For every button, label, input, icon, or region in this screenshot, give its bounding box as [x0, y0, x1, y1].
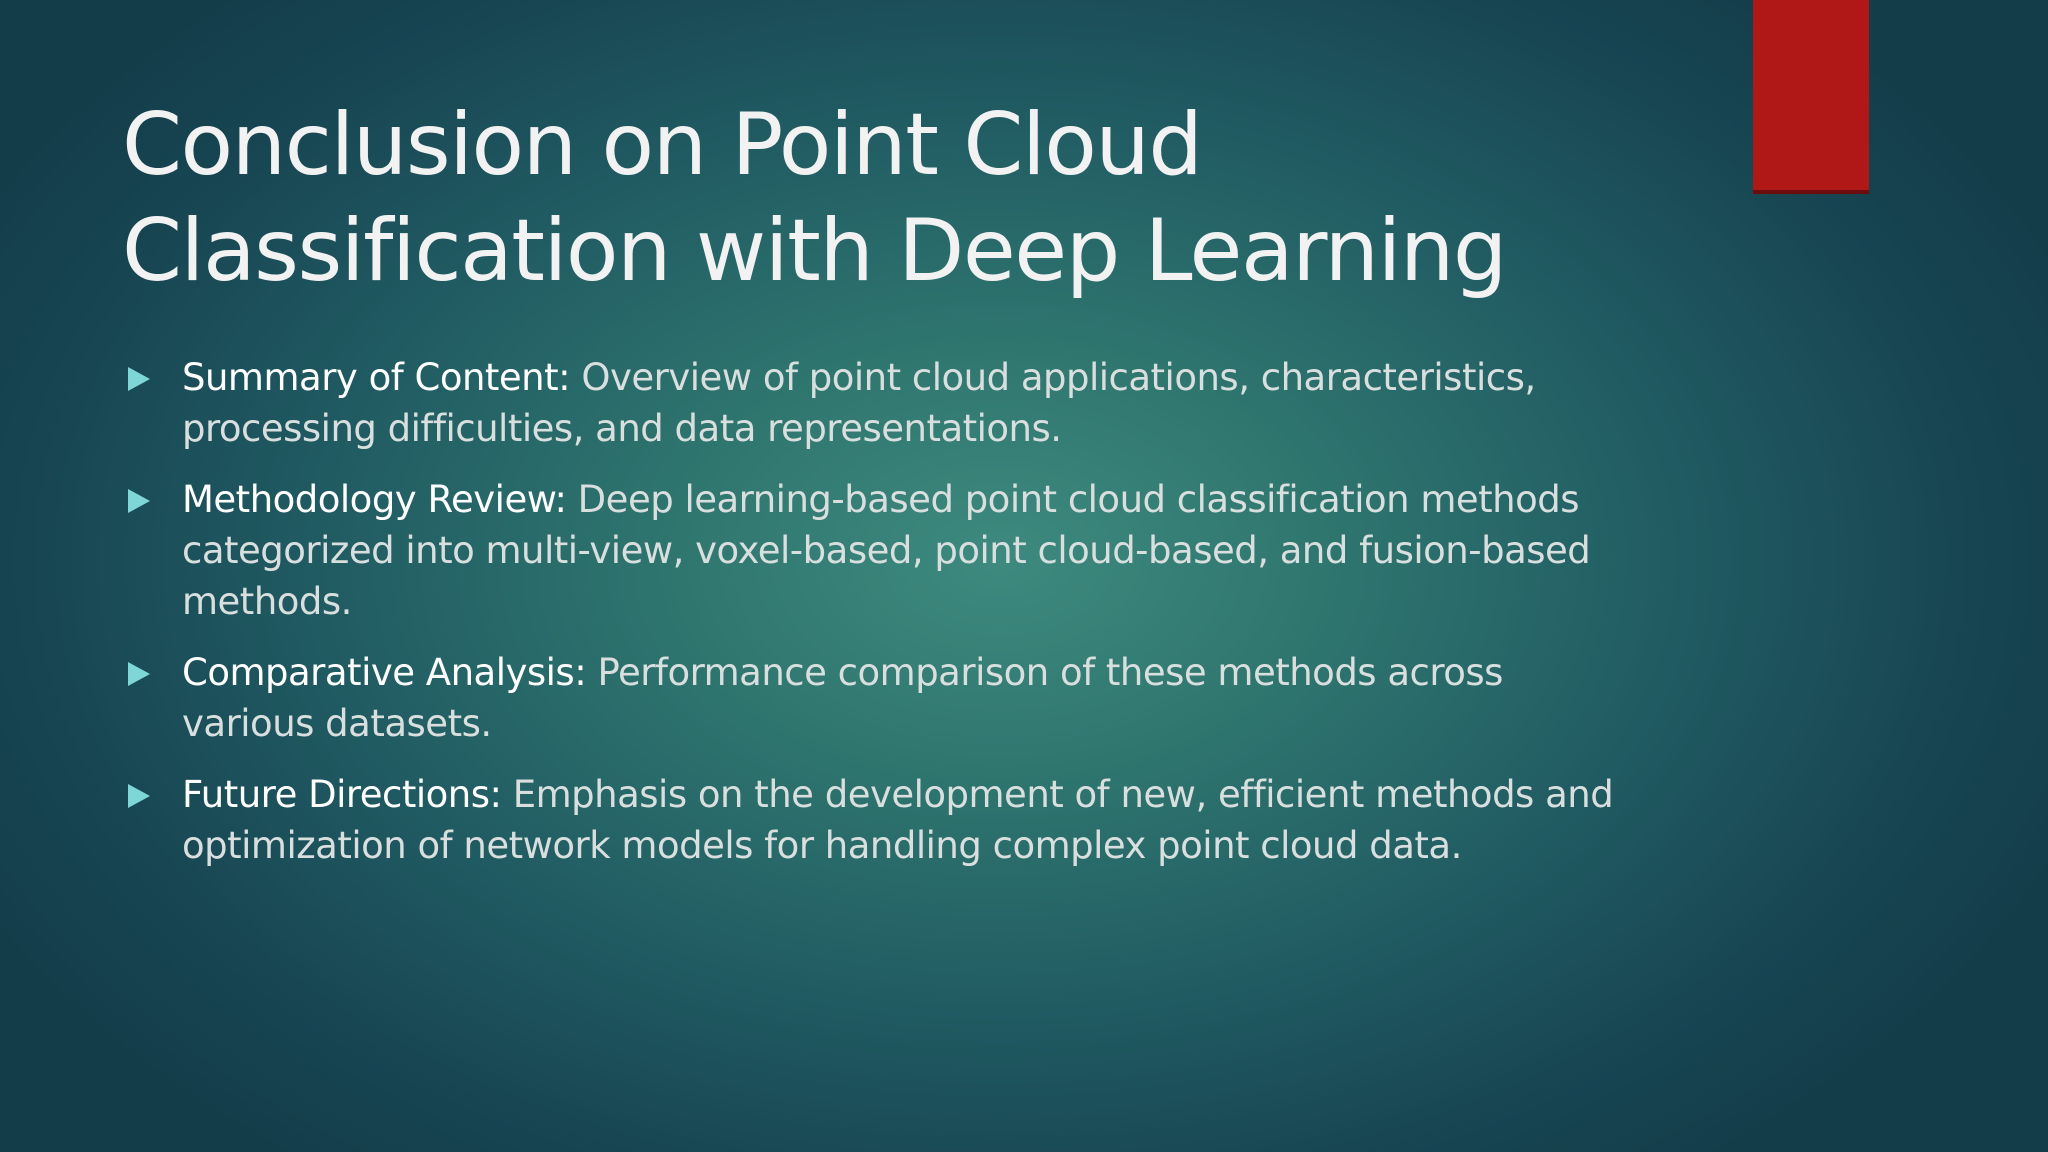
- bullet-arrow-icon: [128, 367, 150, 391]
- bullet-text: processing difficulties, and data repres…: [182, 407, 1062, 450]
- bullet-list: Summary of Content: Overview of point cl…: [126, 352, 1686, 891]
- accent-bar: [1753, 0, 1869, 190]
- bullet-text: Emphasis on the development of new, effi…: [501, 773, 1614, 816]
- bullet-label: Summary of Content:: [182, 356, 571, 399]
- bullet-label: Future Directions:: [182, 773, 502, 816]
- bullet-future: Future Directions: Emphasis on the devel…: [126, 769, 1686, 871]
- bullet-label: Methodology Review:: [182, 478, 567, 521]
- bullet-line: Future Directions: Emphasis on the devel…: [182, 769, 1686, 820]
- bullet-label: Comparative Analysis:: [182, 651, 587, 694]
- bullet-text: categorized into multi-view, voxel-based…: [182, 529, 1591, 572]
- bullet-line: Methodology Review: Deep learning-based …: [182, 474, 1686, 525]
- bullet-arrow-icon: [128, 784, 150, 808]
- bullet-text: various datasets.: [182, 702, 492, 745]
- bullet-text: optimization of network models for handl…: [182, 824, 1462, 867]
- bullet-line: Summary of Content: Overview of point cl…: [182, 352, 1686, 403]
- bullet-text: Overview of point cloud applications, ch…: [570, 356, 1536, 399]
- title-line: Conclusion on Point Cloud: [122, 95, 1203, 195]
- slide-title: Conclusion on Point Cloud Classification…: [122, 92, 1622, 304]
- bullet-summary: Summary of Content: Overview of point cl…: [126, 352, 1686, 454]
- bullet-arrow-icon: [128, 489, 150, 513]
- bullet-text: Performance comparison of these methods …: [586, 651, 1503, 694]
- bullet-arrow-icon: [128, 662, 150, 686]
- bullet-line: Comparative Analysis: Performance compar…: [182, 647, 1686, 698]
- title-line: Classification with Deep Learning: [122, 201, 1508, 301]
- bullet-text: Deep learning-based point cloud classifi…: [566, 478, 1580, 521]
- bullet-text: methods.: [182, 580, 352, 623]
- bullet-methodology: Methodology Review: Deep learning-based …: [126, 474, 1686, 627]
- bullet-comparative: Comparative Analysis: Performance compar…: [126, 647, 1686, 749]
